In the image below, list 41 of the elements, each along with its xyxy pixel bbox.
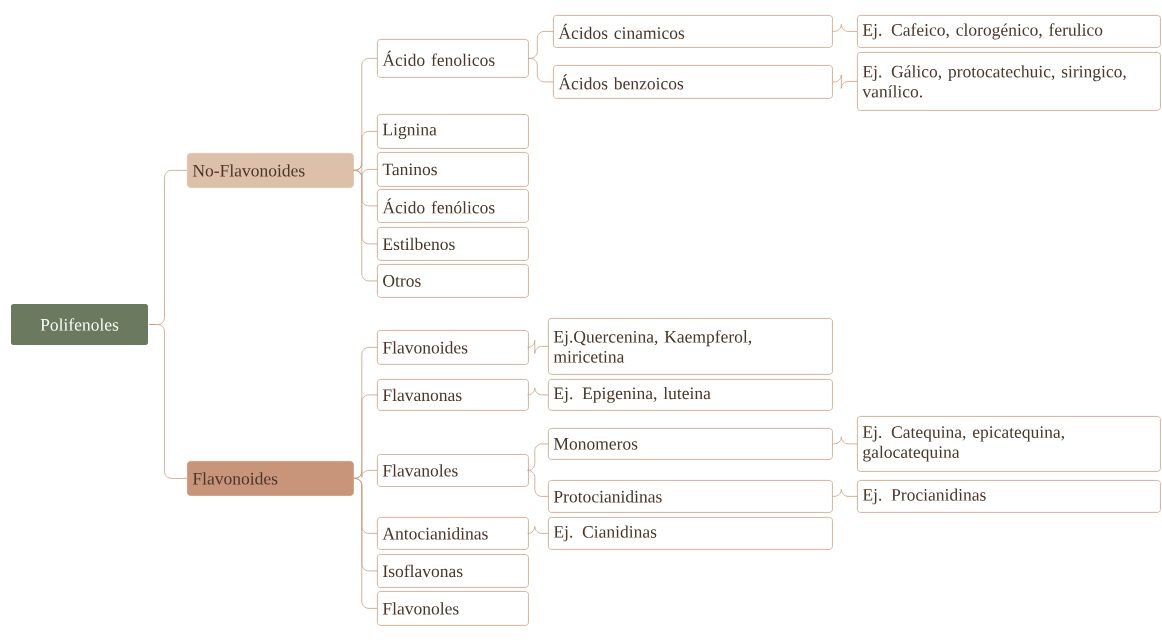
brace-connector [832, 436, 858, 445]
topic-box: Ej. Epigenina, luteina [548, 379, 833, 411]
brace-connector [148, 324, 188, 479]
brace-connector [353, 478, 378, 609]
brace-connector [832, 489, 858, 497]
category-box: Flavonoides [187, 461, 354, 496]
brace-connector [353, 170, 378, 282]
topic-box: Ej. Catequina, epicatequina, galocatequina [857, 416, 1161, 472]
topic-box: Estilbenos [377, 227, 529, 261]
topic-box: Monomeros [548, 428, 833, 460]
topic-box: Ej. Cianidinas [548, 517, 833, 550]
topic-box: Antocianidinas [377, 517, 529, 550]
topic-box: Ej. Gálico, protocatechuic, siringico, vanílico. [857, 52, 1161, 111]
topic-box: Ácidos cinamicos [553, 15, 833, 48]
brace-connector [527, 470, 549, 497]
topic-box: Ej. Procianidinas [857, 480, 1161, 513]
brace-connector [528, 58, 554, 83]
brace-connector [527, 526, 549, 534]
brace-connector [527, 387, 549, 396]
topic-box: Taninos [377, 152, 529, 187]
category-box: No-Flavonoides [187, 153, 354, 188]
root-node: Polifenoles [10, 303, 149, 346]
topic-box: Flavanonas [377, 379, 529, 411]
topic-box: Isoflavonas [377, 554, 529, 588]
brace-connector [832, 24, 858, 32]
topic-box: Flavonoides [377, 330, 529, 365]
topic-box: Ácido fenolicos [377, 39, 529, 78]
brace-connector [832, 74, 858, 89]
brace-connector [353, 470, 378, 479]
topic-box: Ej. Cafeico, clorogénico, ferulico [857, 15, 1161, 48]
brace-connector [527, 340, 549, 354]
topic-box: Lignina [377, 114, 529, 149]
topic-box: Ácidos benzoicos [553, 65, 833, 99]
topic-box: Ej.Quercenina, Kaempferol, miricetina [548, 318, 833, 375]
topic-box: Flavonoles [377, 591, 529, 626]
topic-box: Protocianidinas [548, 480, 833, 513]
topic-box: Ácido fenólicos [377, 189, 529, 223]
brace-connector [527, 443, 549, 471]
topic-box: Flavanoles [377, 454, 529, 487]
brace-connector [353, 163, 378, 177]
topic-box: Otros [377, 264, 529, 298]
